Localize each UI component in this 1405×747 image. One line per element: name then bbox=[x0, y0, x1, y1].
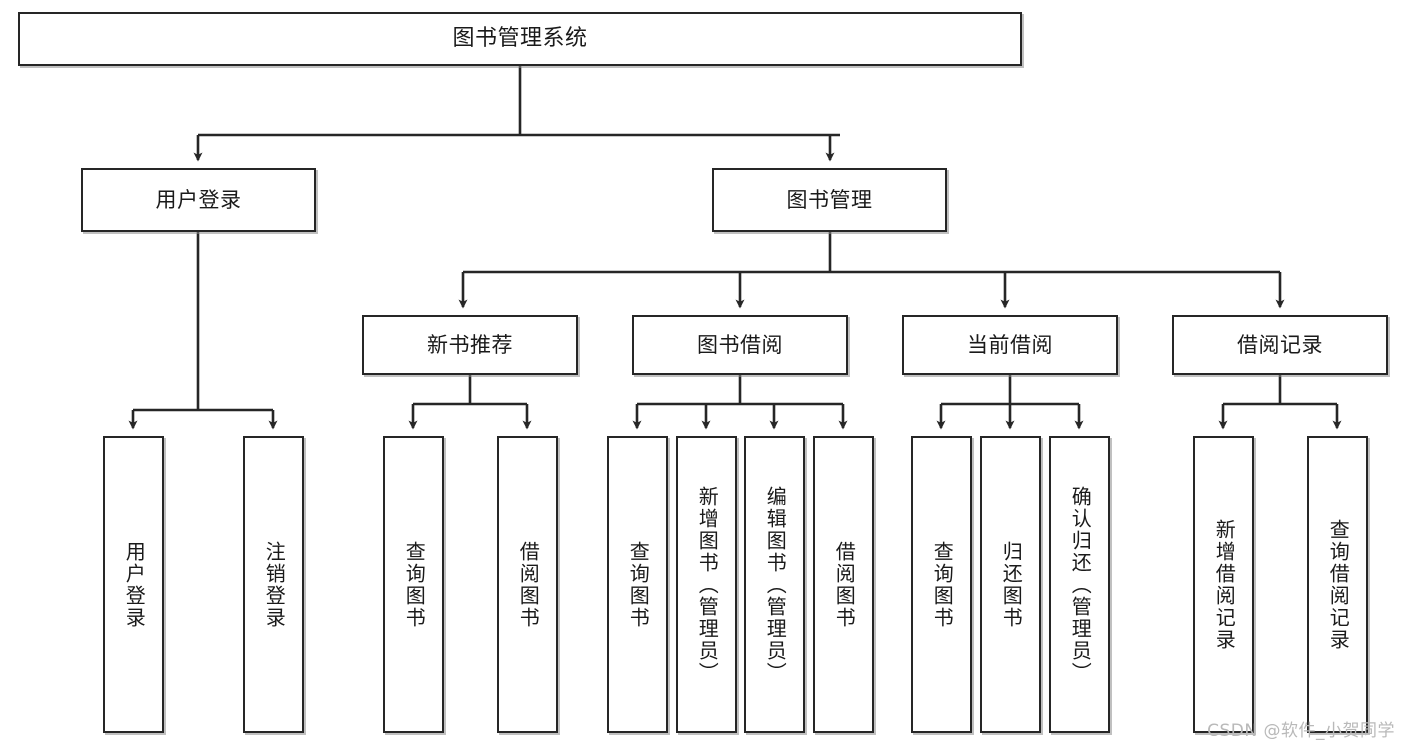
leaf-logout[interactable]: 注销登录 bbox=[243, 436, 304, 733]
csdn-watermark: CSDN @软件_小贺同学 bbox=[1207, 721, 1395, 741]
node-new-book-recommend-label: 新书推荐 bbox=[427, 332, 513, 357]
node-book-management-label: 图书管理 bbox=[786, 187, 873, 212]
leaf-confirm-return-admin-label: 确认归还（管理员） bbox=[1068, 485, 1093, 684]
node-user-login-label: 用户登录 bbox=[155, 187, 242, 212]
node-borrow-records[interactable]: 借阅记录 bbox=[1172, 315, 1388, 375]
leaf-logout-label: 注销登录 bbox=[262, 540, 287, 629]
leaf-confirm-return-admin[interactable]: 确认归还（管理员） bbox=[1049, 436, 1110, 733]
leaf-query-book-recommend-label: 查询图书 bbox=[402, 540, 427, 629]
leaf-user-login-label: 用户登录 bbox=[122, 540, 147, 629]
node-root[interactable]: 图书管理系统 bbox=[18, 12, 1022, 66]
leaf-borrow-book-recommend-label: 借阅图书 bbox=[516, 540, 541, 629]
leaf-user-login[interactable]: 用户登录 bbox=[103, 436, 164, 733]
leaf-borrow-book-label: 借阅图书 bbox=[832, 540, 857, 629]
node-book-management[interactable]: 图书管理 bbox=[712, 168, 947, 232]
leaf-query-book-current-label: 查询图书 bbox=[930, 540, 955, 629]
node-book-borrow-label: 图书借阅 bbox=[697, 332, 783, 357]
leaf-borrow-book-recommend[interactable]: 借阅图书 bbox=[497, 436, 558, 733]
node-current-borrow[interactable]: 当前借阅 bbox=[902, 315, 1118, 375]
leaf-query-borrow-record[interactable]: 查询借阅记录 bbox=[1307, 436, 1368, 733]
leaf-query-book-borrow-label: 查询图书 bbox=[626, 540, 651, 629]
leaf-return-book-label: 归还图书 bbox=[999, 540, 1024, 629]
leaf-borrow-book[interactable]: 借阅图书 bbox=[813, 436, 874, 733]
leaf-edit-book-admin-label: 编辑图书（管理员） bbox=[763, 485, 788, 684]
node-book-borrow[interactable]: 图书借阅 bbox=[632, 315, 848, 375]
node-current-borrow-label: 当前借阅 bbox=[967, 332, 1053, 357]
leaf-add-borrow-record-label: 新增借阅记录 bbox=[1212, 518, 1237, 651]
node-root-label: 图书管理系统 bbox=[452, 26, 588, 52]
leaf-query-book-current[interactable]: 查询图书 bbox=[911, 436, 972, 733]
leaf-add-book-admin-label: 新增图书（管理员） bbox=[695, 485, 720, 684]
node-new-book-recommend[interactable]: 新书推荐 bbox=[362, 315, 578, 375]
leaf-query-book-borrow[interactable]: 查询图书 bbox=[607, 436, 668, 733]
leaf-add-borrow-record[interactable]: 新增借阅记录 bbox=[1193, 436, 1254, 733]
leaf-edit-book-admin[interactable]: 编辑图书（管理员） bbox=[744, 436, 805, 733]
node-borrow-records-label: 借阅记录 bbox=[1237, 332, 1323, 357]
leaf-return-book[interactable]: 归还图书 bbox=[980, 436, 1041, 733]
leaf-query-book-recommend[interactable]: 查询图书 bbox=[383, 436, 444, 733]
leaf-add-book-admin[interactable]: 新增图书（管理员） bbox=[676, 436, 737, 733]
leaf-query-borrow-record-label: 查询借阅记录 bbox=[1326, 518, 1351, 651]
node-user-login[interactable]: 用户登录 bbox=[81, 168, 316, 232]
